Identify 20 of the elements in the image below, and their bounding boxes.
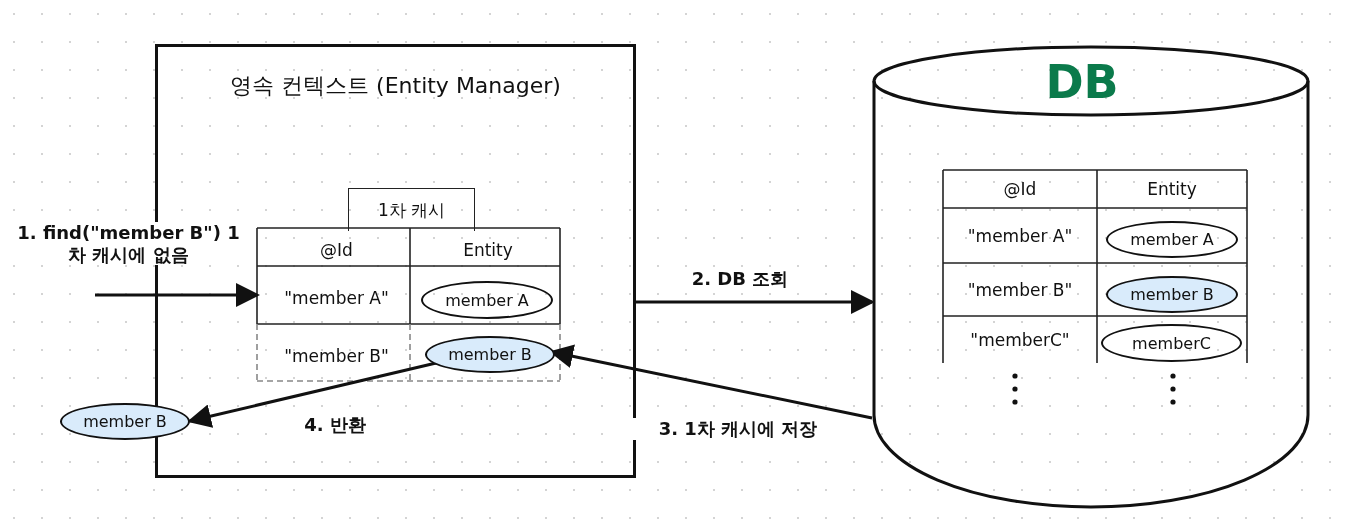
table-cell: "member B" (943, 263, 1097, 316)
entity-ellipse: member B (1106, 276, 1238, 313)
box-title: 영속 컨텍스트 (Entity Manager) (229, 72, 562, 100)
table-cell: "member A" (260, 269, 413, 327)
arrow (95, 283, 260, 307)
table-cell: "member B" (260, 327, 413, 384)
entity-ellipse: memberC (1101, 324, 1242, 362)
table-cell: Entity (413, 231, 563, 269)
table-cell: Entity (1097, 170, 1247, 208)
table-cell: @Id (943, 170, 1097, 208)
table-cell: "member A" (943, 208, 1097, 263)
cache-tab: 1차 캐시 (348, 188, 475, 231)
table-cell: "memberC" (943, 316, 1097, 363)
entity-ellipse: member A (1106, 221, 1238, 258)
entity-ellipse: member B (425, 336, 555, 373)
table-cell: @Id (260, 231, 413, 269)
arrow (636, 290, 875, 314)
database-label: DB (1044, 55, 1120, 109)
entity-ellipse: member B (60, 403, 190, 440)
entity-ellipse: member A (421, 281, 553, 319)
